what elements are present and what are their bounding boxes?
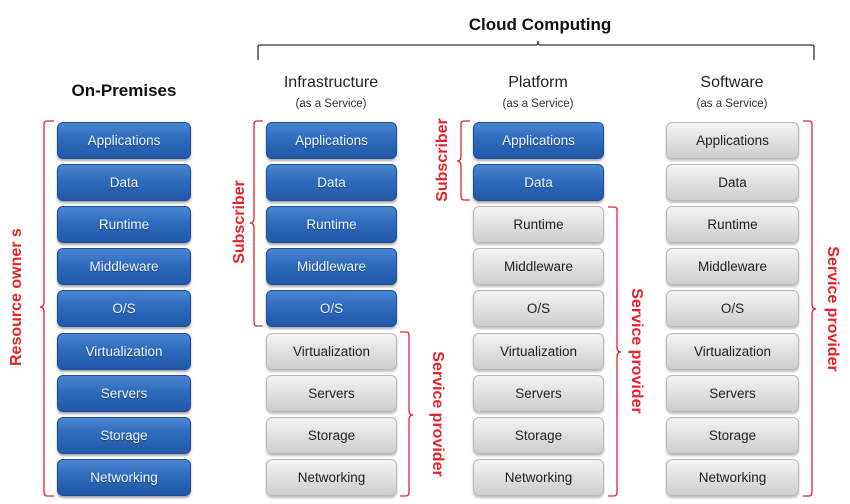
saas-layer-o-s: O/S (666, 290, 799, 327)
paas-layer-networking: Networking (473, 459, 604, 496)
saas-title: Software (700, 74, 764, 91)
on-premises-layer-o-s: O/S (57, 290, 191, 327)
saas-layer-applications: Applications (666, 122, 799, 159)
iaas-title: Infrastructure (283, 74, 379, 91)
on-premises-layer-runtime: Runtime (57, 206, 191, 243)
on-premises-layer-middleware: Middleware (57, 248, 191, 285)
iaas-layer-o-s: O/S (266, 290, 397, 327)
iaas-layer-applications: Applications (266, 122, 397, 159)
saas-layer-virtualization: Virtualization (666, 333, 799, 370)
resource-owners-bracket (39, 120, 54, 497)
saas-layer-data: Data (666, 164, 799, 201)
iaas-layer-storage: Storage (266, 417, 397, 454)
saas-layer-storage: Storage (666, 417, 799, 454)
saas-layer-runtime: Runtime (666, 206, 799, 243)
resource-owners-label: Resource owner s (8, 228, 25, 366)
iaas-layer-servers: Servers (266, 375, 397, 412)
paas-layer-virtualization: Virtualization (473, 333, 604, 370)
iaas-service-provider-label: Service provider (429, 351, 446, 477)
saas-service-provider-label: Service provider (824, 246, 841, 372)
iaas-layer-runtime: Runtime (266, 206, 397, 243)
cloud-computing-brace (257, 40, 815, 60)
on-premises-layer-servers: Servers (57, 375, 191, 412)
paas-layer-middleware: Middleware (473, 248, 604, 285)
iaas-subscriber-label: Subscriber (231, 180, 248, 264)
iaas-layer-middleware: Middleware (266, 248, 397, 285)
paas-subscriber-bracket (456, 120, 470, 201)
on-premises-layer-virtualization: Virtualization (57, 333, 191, 370)
paas-subtitle: (as a Service) (502, 98, 574, 110)
on-premises-title: On-Premises (71, 81, 177, 100)
paas-layer-runtime: Runtime (473, 206, 604, 243)
paas-service-provider-label: Service provider (628, 288, 645, 414)
on-premises-layer-applications: Applications (57, 122, 191, 159)
on-premises-layer-data: Data (57, 164, 191, 201)
paas-provider-bracket (608, 206, 622, 497)
on-premises-layer-networking: Networking (57, 459, 191, 496)
cloud-computing-title: Cloud Computing (468, 15, 612, 34)
iaas-subtitle: (as a Service) (295, 98, 367, 110)
paas-layer-storage: Storage (473, 417, 604, 454)
saas-layer-networking: Networking (666, 459, 799, 496)
saas-layer-middleware: Middleware (666, 248, 799, 285)
paas-layer-applications: Applications (473, 122, 604, 159)
saas-subtitle: (as a Service) (696, 98, 768, 110)
paas-layer-servers: Servers (473, 375, 604, 412)
paas-layer-data: Data (473, 164, 604, 201)
iaas-layer-networking: Networking (266, 459, 397, 496)
on-premises-layer-storage: Storage (57, 417, 191, 454)
iaas-layer-virtualization: Virtualization (266, 333, 397, 370)
iaas-provider-bracket (400, 331, 414, 497)
saas-provider-bracket (803, 120, 817, 497)
paas-layer-o-s: O/S (473, 290, 604, 327)
paas-title: Platform (508, 74, 568, 91)
iaas-layer-data: Data (266, 164, 397, 201)
paas-subscriber-label: Subscriber (434, 118, 451, 202)
iaas-subscriber-bracket (249, 120, 263, 327)
saas-layer-servers: Servers (666, 375, 799, 412)
